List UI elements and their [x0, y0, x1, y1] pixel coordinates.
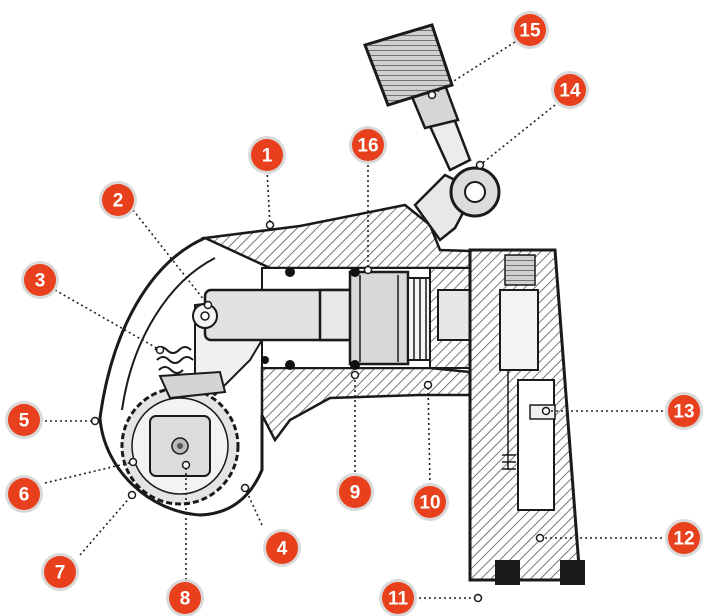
callout-badge-5: 5 [5, 401, 43, 439]
callout-number: 12 [673, 529, 694, 550]
callout-number: 16 [357, 136, 378, 157]
callout-number: 7 [55, 563, 66, 584]
bottom-foot [495, 560, 585, 585]
arm-slot [517, 379, 555, 511]
lower-housing [260, 366, 472, 443]
callout-number: 8 [180, 589, 191, 610]
arm-cavity [499, 289, 539, 371]
callout-number: 15 [519, 21, 541, 42]
wrench-body [98, 203, 585, 585]
callout-badge-9: 9 [336, 473, 374, 511]
callout-badge-11: 11 [379, 579, 417, 616]
callout-badge-10: 10 [411, 483, 449, 521]
callout-number: 4 [277, 539, 288, 560]
callout-number: 14 [559, 81, 581, 102]
head-inner-outline [121, 257, 216, 411]
callout-number: 9 [350, 483, 361, 504]
callout-badge-13: 13 [665, 392, 703, 430]
callout-badge-6: 6 [5, 475, 43, 513]
callout-badge-8: 8 [166, 579, 204, 616]
pawl [158, 370, 227, 400]
head-outline [98, 236, 264, 517]
callout-number: 13 [673, 402, 694, 423]
callout-number: 6 [19, 485, 30, 506]
callout-badge-14: 14 [551, 71, 589, 109]
quick-coupler [363, 23, 454, 107]
callout-badge-4: 4 [263, 529, 301, 567]
callout-number: 11 [388, 589, 409, 610]
callout-number: 3 [35, 271, 46, 292]
callout-badge-15: 15 [511, 11, 549, 49]
callout-number: 2 [113, 191, 124, 212]
leader-lines [44, 41, 665, 599]
callout-badge-12: 12 [665, 519, 703, 557]
hydraulic-swivel [363, 23, 501, 242]
callout-badge-16: 16 [349, 126, 387, 164]
callout-number: 5 [19, 411, 30, 432]
piston-head [348, 270, 410, 366]
callout-number: 1 [262, 146, 273, 167]
callout-badge-2: 2 [99, 181, 137, 219]
callout-badge-3: 3 [21, 261, 59, 299]
ratchet-assembly [120, 346, 240, 506]
callout-badge-1: 1 [248, 136, 286, 174]
callout-badge-7: 7 [41, 553, 79, 591]
callout-number: 10 [419, 493, 440, 514]
leader-endpoints [90, 90, 551, 603]
